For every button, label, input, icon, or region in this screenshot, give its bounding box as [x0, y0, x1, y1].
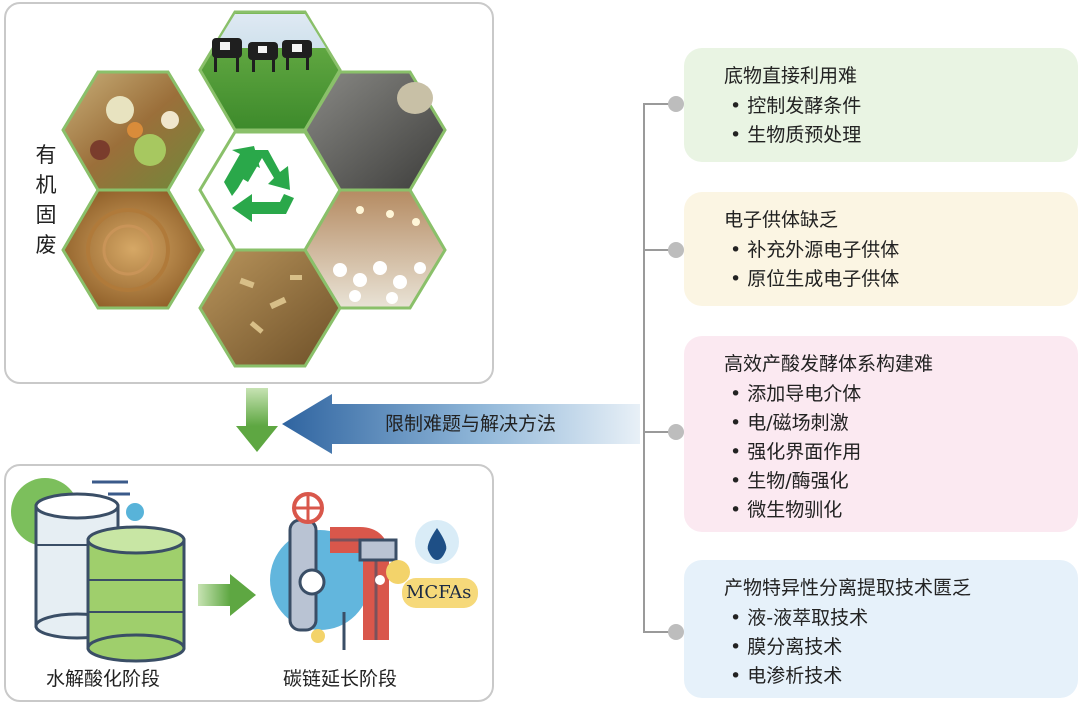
- challenge-card-product-separation: 产物特异性分离提取技术匮乏 液-液萃取技术 膜分离技术 电渗析技术: [684, 560, 1078, 698]
- hay-bale-hexagon: [61, 188, 205, 310]
- wood-chips-hexagon: [198, 248, 342, 368]
- limit-arrow-label: 限制难题与解决方法: [385, 413, 557, 435]
- card-item: 添加导电介体: [724, 380, 1078, 409]
- mcfa-label: MCFAs: [406, 582, 472, 603]
- challenge-card-electron-donor: 电子供体缺乏 补充外源电子供体 原位生成电子供体: [684, 192, 1078, 306]
- card-item: 电渗析技术: [724, 662, 1078, 691]
- connector-dots: [668, 96, 684, 640]
- card-item: 膜分离技术: [724, 633, 1078, 662]
- card-item: 生物质预处理: [724, 121, 1078, 150]
- mcfa-product: [402, 520, 478, 608]
- hydrolysis-tanks: [11, 478, 186, 663]
- card-item: 微生物驯化: [724, 496, 1078, 525]
- food-waste-hexagon: [61, 70, 205, 192]
- down-arrow: [236, 388, 278, 452]
- limit-arrow: [282, 394, 640, 454]
- card-item: 补充外源电子供体: [724, 236, 1078, 265]
- chain-elongation-stage-label: 碳链延长阶段: [283, 668, 398, 690]
- recycle-icon: [224, 146, 294, 222]
- card-item: 生物/酶强化: [724, 467, 1078, 496]
- card-item: 控制发酵条件: [724, 92, 1078, 121]
- droplet-icon: [427, 528, 447, 560]
- card-title: 产物特异性分离提取技术匮乏: [724, 577, 972, 599]
- card-title: 电子供体缺乏: [724, 209, 839, 231]
- hydrolysis-stage-label: 水解酸化阶段: [46, 668, 161, 690]
- card-item: 强化界面作用: [724, 438, 1078, 467]
- cows-hexagon: [198, 10, 342, 132]
- challenge-card-fermentation-system: 高效产酸发酵体系构建难 添加导电介体 电/磁场刺激 强化界面作用 生物/酶强化 …: [684, 336, 1078, 532]
- card-title: 高效产酸发酵体系构建难: [724, 353, 934, 375]
- ash-powder-hexagon: [303, 70, 447, 192]
- card-item: 液-液萃取技术: [724, 604, 1078, 633]
- process-stages-panel: [4, 464, 494, 702]
- card-item: 电/磁场刺激: [724, 409, 1078, 438]
- chain-elongation-reactor: [270, 492, 410, 650]
- bracket-connector: [643, 103, 672, 633]
- organic-waste-label: 有机固废: [35, 143, 57, 257]
- card-item: 原位生成电子供体: [724, 265, 1078, 294]
- stage-arrow: [198, 574, 256, 616]
- challenge-card-substrate: 底物直接利用难 控制发酵条件 生物质预处理: [684, 48, 1078, 162]
- card-title: 底物直接利用难: [724, 65, 858, 87]
